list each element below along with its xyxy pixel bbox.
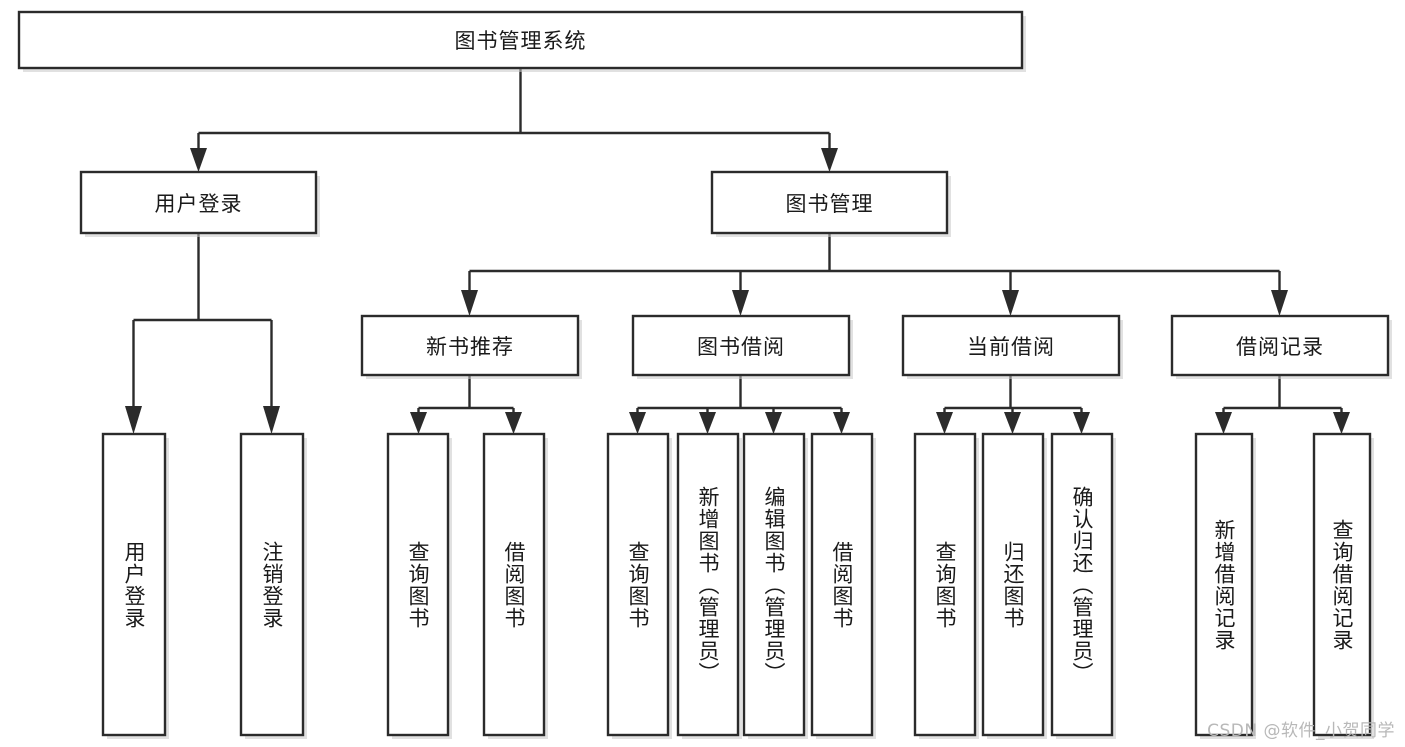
box-leaf-user-login[interactable] bbox=[101, 432, 167, 737]
arrow-to-leaf-logout bbox=[263, 406, 280, 434]
watermark-text: CSDN @软件_小贺同学 bbox=[1207, 721, 1395, 741]
box-leaf-add-borrow-record[interactable] bbox=[1194, 432, 1254, 737]
box-leaf-add-book-admin[interactable] bbox=[676, 432, 740, 737]
box-leaf-query-book-borrow[interactable] bbox=[606, 432, 670, 737]
arrow-to-book-management bbox=[821, 148, 838, 172]
box-leaf-edit-book-admin[interactable] bbox=[742, 432, 806, 737]
node-box-group bbox=[17, 10, 1392, 739]
box-book-borrow[interactable] bbox=[631, 314, 851, 377]
arrow-to-book-borrow bbox=[732, 290, 749, 316]
box-leaf-query-borrow-record[interactable] bbox=[1312, 432, 1372, 737]
box-leaf-logout[interactable] bbox=[239, 432, 305, 737]
box-current-borrow[interactable] bbox=[901, 314, 1121, 377]
arrow-to-leaf-edit-book-admin bbox=[765, 412, 782, 434]
arrow-to-leaf-add-borrow-record bbox=[1215, 412, 1232, 434]
arrow-to-leaf-add-book-admin bbox=[699, 412, 716, 434]
box-borrow-record[interactable] bbox=[1170, 314, 1390, 377]
box-leaf-borrow-book[interactable] bbox=[810, 432, 874, 737]
box-leaf-return-book[interactable] bbox=[981, 432, 1045, 737]
arrow-to-user-login bbox=[190, 148, 207, 172]
box-leaf-query-book-current[interactable] bbox=[913, 432, 977, 737]
edge-group bbox=[125, 68, 1350, 434]
arrow-to-leaf-return-book bbox=[1004, 412, 1021, 434]
arrow-to-leaf-user-login bbox=[125, 406, 142, 434]
arrow-to-leaf-query-book-borrow bbox=[629, 412, 646, 434]
arrow-to-leaf-confirm-return-admin bbox=[1073, 412, 1090, 434]
box-leaf-confirm-return-admin[interactable] bbox=[1050, 432, 1114, 737]
box-user-login[interactable] bbox=[79, 170, 318, 235]
arrow-to-leaf-borrow-book bbox=[833, 412, 850, 434]
box-root[interactable] bbox=[17, 10, 1024, 70]
arrow-to-leaf-query-book-recommend bbox=[410, 412, 427, 434]
arrow-to-leaf-query-book-current bbox=[936, 412, 953, 434]
arrow-to-leaf-borrow-book-recommend bbox=[505, 412, 522, 434]
arrow-to-leaf-query-borrow-record bbox=[1333, 412, 1350, 434]
box-new-book-recommend[interactable] bbox=[360, 314, 580, 377]
arrow-to-new-book-recommend bbox=[461, 290, 478, 316]
box-book-management[interactable] bbox=[710, 170, 949, 235]
arrow-to-borrow-record bbox=[1271, 290, 1288, 316]
box-leaf-query-book-recommend[interactable] bbox=[386, 432, 450, 737]
arrow-to-current-borrow bbox=[1002, 290, 1019, 316]
box-leaf-borrow-book-recommend[interactable] bbox=[482, 432, 546, 737]
